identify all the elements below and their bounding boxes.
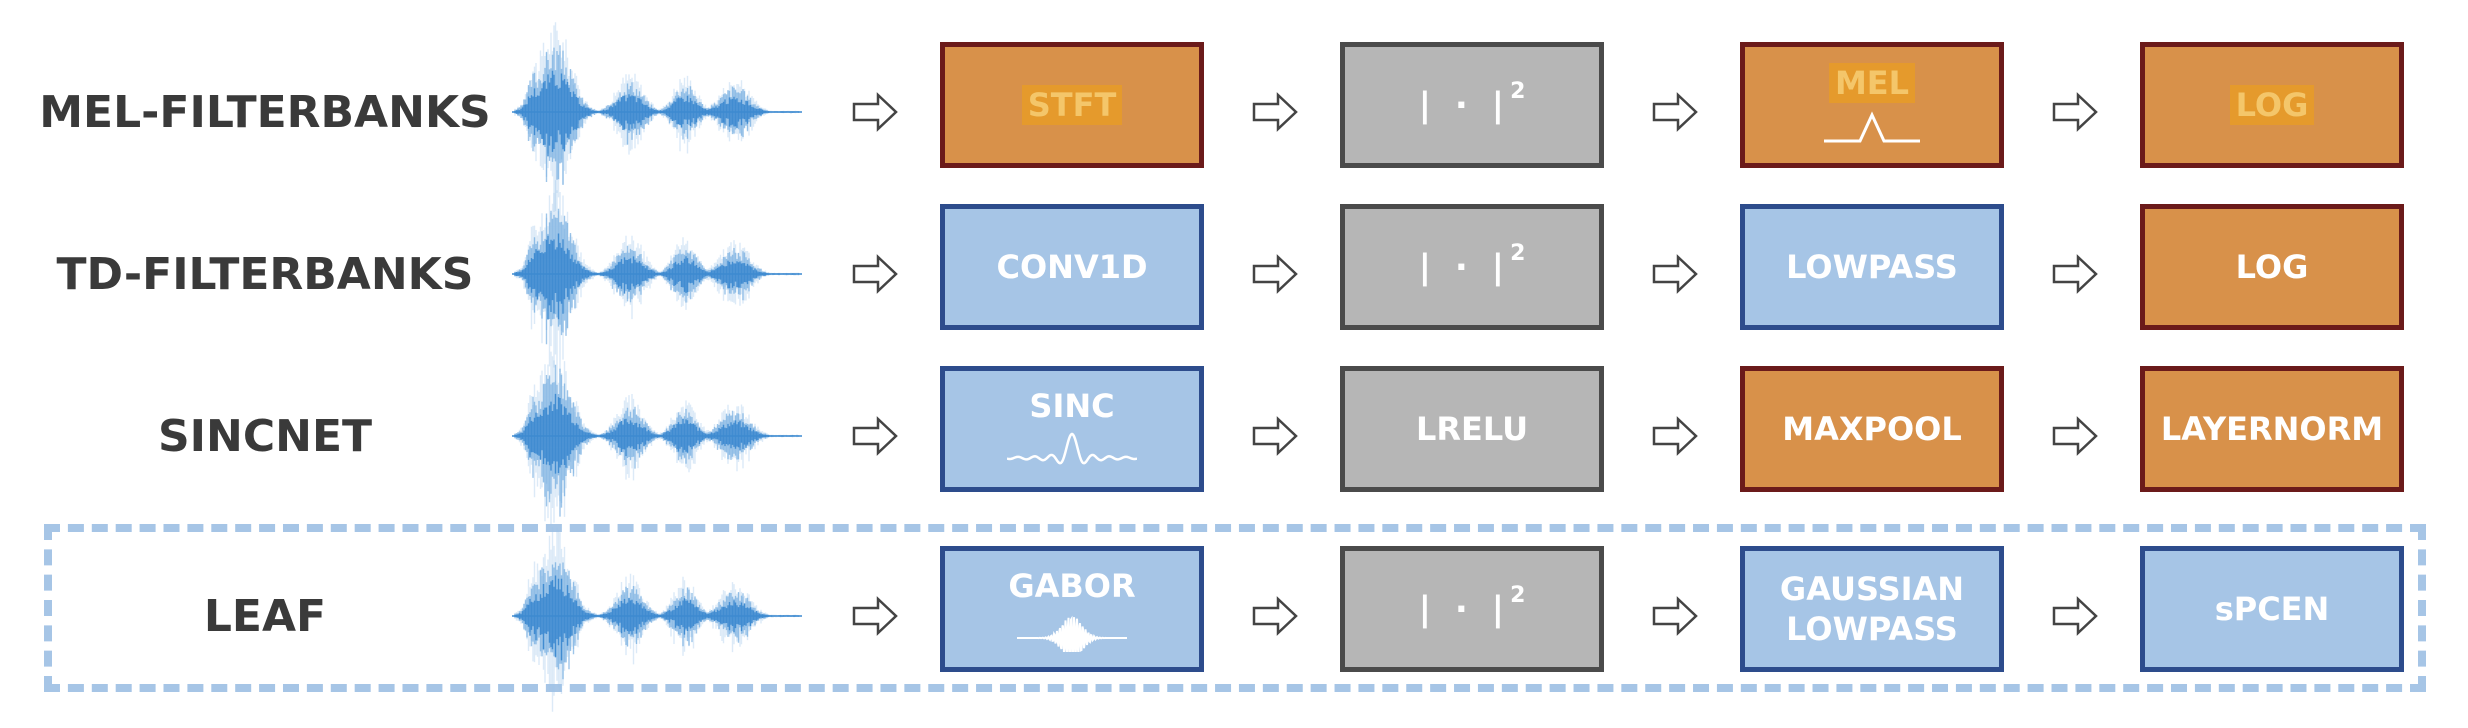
squared-magnitude-block: | · |2 xyxy=(1340,546,1604,672)
arrow-icon xyxy=(1252,416,1298,456)
conv1d-block: CONV1D xyxy=(940,204,1204,330)
arrow-icon xyxy=(852,92,898,132)
row-label: LEAF xyxy=(203,590,327,642)
mel-triangle-filter-icon xyxy=(1824,111,1920,143)
maxpool-block: MAXPOOL xyxy=(1740,366,2004,492)
block-label: GABOR xyxy=(1008,567,1136,605)
squared-magnitude-block: | · |2 xyxy=(1340,42,1604,168)
arrow-icon xyxy=(2052,92,2098,132)
arrow-icon xyxy=(1652,596,1698,636)
block-label: CONV1D xyxy=(996,248,1148,286)
block-label: LAYERNORM xyxy=(2160,410,2384,448)
block-label: LOWPASS xyxy=(1786,248,1958,286)
log-block: LOG xyxy=(2140,204,2404,330)
arrow-icon xyxy=(2052,254,2098,294)
sinc-block: SINC xyxy=(940,366,1204,492)
arrow-icon xyxy=(2052,596,2098,636)
gabor-block: GABOR xyxy=(940,546,1204,672)
lrelu-block: LRELU xyxy=(1340,366,1604,492)
log-block: LOG xyxy=(2140,42,2404,168)
row-label: SINCNET xyxy=(157,410,373,462)
block-label: STFT xyxy=(1021,85,1123,125)
gabor-wavelet-icon xyxy=(1017,615,1127,652)
block-label: | · | xyxy=(1418,588,1511,629)
arrow-icon xyxy=(852,596,898,636)
squared-magnitude-block: | · |2 xyxy=(1340,204,1604,330)
block-label: | · | xyxy=(1418,246,1511,287)
arrow-icon xyxy=(1652,416,1698,456)
arrow-icon xyxy=(1652,92,1698,132)
arrow-icon xyxy=(852,254,898,294)
leaf-highlight-frame xyxy=(44,524,2426,692)
block-label: MAXPOOL xyxy=(1782,410,1962,448)
stft-block: STFT xyxy=(940,42,1204,168)
block-label: sPCEN xyxy=(2214,590,2330,628)
arrow-icon xyxy=(852,416,898,456)
superscript: 2 xyxy=(1510,240,1526,266)
block-label: | · | xyxy=(1418,84,1511,125)
lowpass-block: LOWPASS xyxy=(1740,204,2004,330)
arrow-icon xyxy=(1252,92,1298,132)
layernorm-block: LAYERNORM xyxy=(2140,366,2404,492)
row-td-filterbanks: TD-FILTERBANKS CONV1D | · |2 LOWPASS LOG xyxy=(0,180,2468,373)
block-label: SINC xyxy=(1029,387,1115,425)
row-mel-filterbanks: MEL-FILTERBANKS STFT | · |2 MEL LOG xyxy=(0,22,2468,212)
superscript: 2 xyxy=(1510,78,1526,104)
block-label-line2: LOWPASS xyxy=(1786,610,1958,648)
waveform-icon xyxy=(512,180,802,373)
mel-block: MEL xyxy=(1740,42,2004,168)
block-label: MEL xyxy=(1828,63,1916,103)
sinc-wave-icon xyxy=(1007,432,1137,465)
row-leaf: LEAF GABOR | · |2 GAUSSIAN LOWPASS sPCEN xyxy=(0,526,2468,712)
superscript: 2 xyxy=(1510,582,1526,608)
block-label: LRELU xyxy=(1415,410,1529,448)
row-sincnet: SINCNET SINC LRELU MAXPOOL LAYERNORM xyxy=(0,350,2468,531)
row-label: MEL-FILTERBANKS xyxy=(39,86,491,138)
arrow-icon xyxy=(1252,596,1298,636)
waveform-icon xyxy=(512,526,802,712)
arrow-icon xyxy=(2052,416,2098,456)
waveform-icon xyxy=(512,22,802,212)
arrow-icon xyxy=(1652,254,1698,294)
waveform-icon xyxy=(512,350,802,531)
block-label: GAUSSIAN xyxy=(1779,570,1965,608)
row-label: TD-FILTERBANKS xyxy=(56,248,474,300)
block-label: LOG xyxy=(2235,248,2309,286)
arrow-icon xyxy=(1252,254,1298,294)
block-label: LOG xyxy=(2229,85,2315,125)
spcen-block: sPCEN xyxy=(2140,546,2404,672)
gaussian-lowpass-block: GAUSSIAN LOWPASS xyxy=(1740,546,2004,672)
